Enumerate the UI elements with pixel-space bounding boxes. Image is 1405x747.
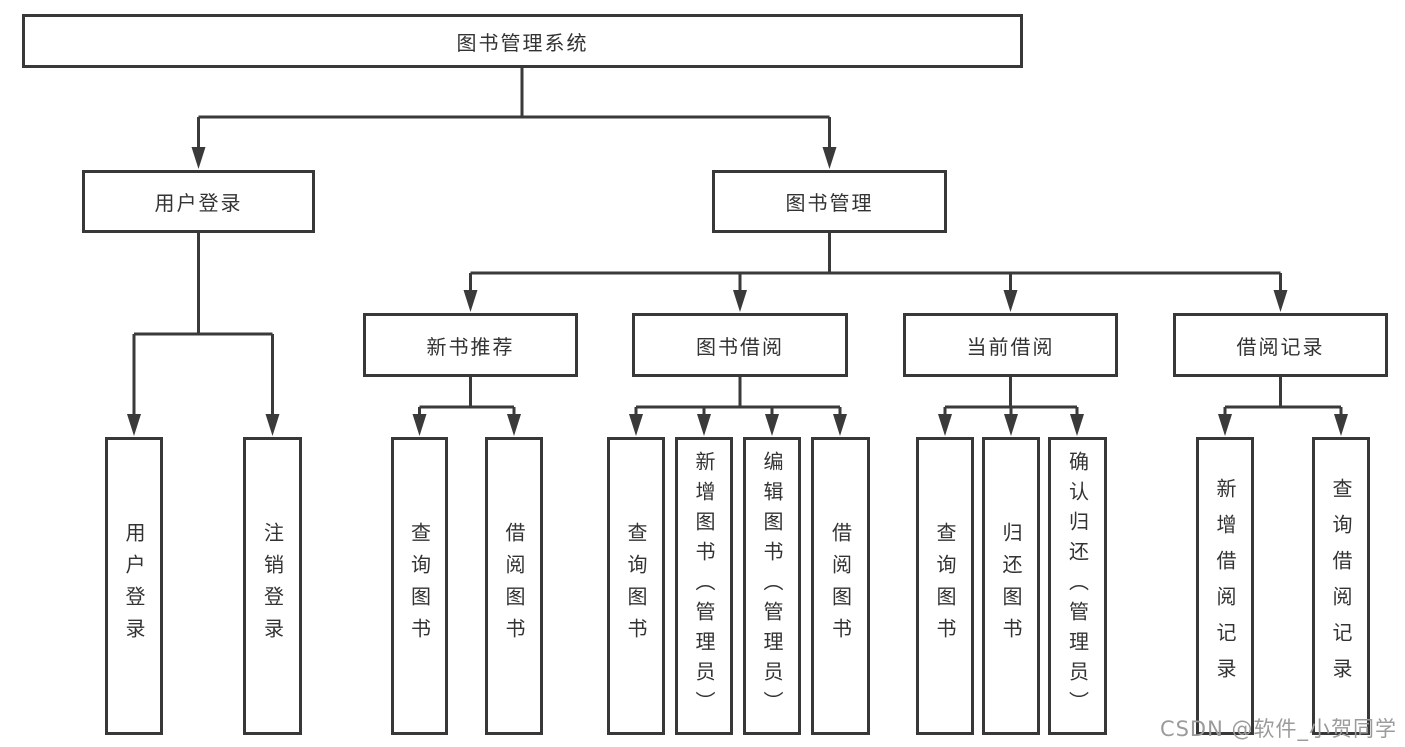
node-recommend-query-books: 查询图书 <box>391 437 448 735</box>
node-label: 查询借阅记录 <box>1329 478 1353 694</box>
node-label: 借阅图书 <box>828 522 853 650</box>
node-user-login: 用户登录 <box>82 170 315 233</box>
node-label: 确认归还（管理员） <box>1065 451 1090 721</box>
node-records-add-record: 新增借阅记录 <box>1196 437 1254 735</box>
node-login-logout: 注销登录 <box>243 437 302 735</box>
node-borrowing-borrow-books: 借阅图书 <box>811 437 870 735</box>
node-book-borrowing: 图书借阅 <box>632 313 848 377</box>
node-label: 注销登录 <box>260 522 285 650</box>
node-current-confirm-return-admin: 确认归还（管理员） <box>1048 437 1107 735</box>
node-book-management: 图书管理 <box>712 170 947 233</box>
node-label: 新增借阅记录 <box>1213 478 1237 694</box>
node-label: 查询图书 <box>624 522 648 650</box>
node-new-book-recommend: 新书推荐 <box>363 313 578 377</box>
node-recommend-borrow-books: 借阅图书 <box>485 437 543 735</box>
node-borrowing-add-books-admin: 新增图书（管理员） <box>675 437 733 735</box>
node-current-query-books: 查询图书 <box>916 437 974 735</box>
node-label: 新增图书（管理员） <box>692 451 716 721</box>
node-login-user-login: 用户登录 <box>105 437 163 735</box>
node-borrowing-records: 借阅记录 <box>1173 313 1388 377</box>
csdn-watermark: CSDN @软件_小贺同学 <box>1159 717 1397 741</box>
node-current-return-books: 归还图书 <box>982 437 1040 735</box>
node-label: 借阅图书 <box>502 522 526 650</box>
node-label: 用户登录 <box>122 522 146 650</box>
node-current-borrowing: 当前借阅 <box>903 313 1118 377</box>
node-borrowing-query-books: 查询图书 <box>607 437 665 735</box>
node-borrowing-edit-books-admin: 编辑图书（管理员） <box>743 437 801 735</box>
node-records-query-record: 查询借阅记录 <box>1312 437 1370 735</box>
node-label: 编辑图书（管理员） <box>760 451 784 721</box>
node-label: 归还图书 <box>999 522 1023 650</box>
node-label: 查询图书 <box>407 522 432 650</box>
node-root: 图书管理系统 <box>22 14 1023 68</box>
node-label: 查询图书 <box>933 522 957 650</box>
